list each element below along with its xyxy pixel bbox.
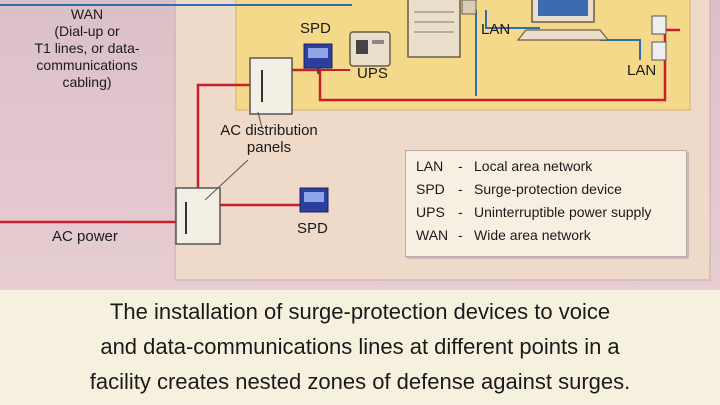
workstation-keyboard bbox=[516, 29, 610, 41]
wan-label-title: WAN bbox=[70, 6, 104, 22]
legend-separator: - bbox=[458, 204, 463, 220]
caption-line-2: and data-communications lines at differe… bbox=[100, 334, 620, 359]
inner-feed-line bbox=[292, 28, 680, 102]
legend-text: Local area network bbox=[474, 158, 593, 174]
legend-row-spd: SPD - Surge-protection device bbox=[416, 178, 686, 201]
panel-feed-line bbox=[196, 83, 252, 188]
wall-outlet-top bbox=[651, 15, 667, 35]
ac-distribution-label-line-1: AC distribution bbox=[220, 122, 318, 139]
legend-separator: - bbox=[458, 181, 463, 197]
surge-protection-diagram: WAN (Dial-up or T1 lines, or data- commu… bbox=[0, 0, 720, 290]
caption-line-1: The installation of surge-protection dev… bbox=[109, 299, 611, 324]
ac-distribution-label: AC distribution panels bbox=[214, 122, 324, 156]
spd-bottom-label: SPD bbox=[297, 220, 328, 237]
legend-row-wan: WAN - Wide area network bbox=[416, 224, 686, 247]
ac-distribution-label-line-2: panels bbox=[246, 139, 292, 156]
wan-label-line-4: cabling) bbox=[62, 74, 112, 90]
legend-text: Wide area network bbox=[474, 227, 591, 243]
legend-text: Uninterruptible power supply bbox=[474, 204, 652, 220]
ups-label: UPS bbox=[357, 65, 388, 82]
wan-label-line-3: communications bbox=[36, 57, 138, 73]
lan-line-3 bbox=[600, 39, 641, 60]
network-hub bbox=[461, 0, 477, 15]
legend-separator: - bbox=[458, 158, 463, 174]
wan-label: WAN (Dial-up or T1 lines, or data- commu… bbox=[22, 6, 152, 91]
lan-right-label: LAN bbox=[627, 62, 657, 79]
ac-distribution-panel-bottom bbox=[175, 187, 221, 245]
server-tower bbox=[407, 0, 461, 58]
lan-line-2 bbox=[485, 10, 540, 29]
legend-abbr: WAN bbox=[416, 227, 449, 243]
spd-top-label: SPD bbox=[300, 20, 331, 37]
legend-text: Surge-protection device bbox=[474, 181, 622, 197]
legend-abbr: LAN bbox=[416, 158, 444, 174]
diagram-drawing bbox=[0, 0, 711, 281]
legend-box: LAN - Local area network SPD - Surge-pro… bbox=[405, 150, 687, 257]
wan-label-line-2: T1 lines, or data- bbox=[34, 40, 140, 56]
wan-label-line-1: (Dial-up or bbox=[54, 23, 120, 39]
figure-caption: The installation of surge-protection dev… bbox=[0, 290, 720, 405]
legend-separator: - bbox=[458, 227, 463, 243]
legend-abbr: UPS bbox=[416, 204, 445, 220]
legend-row-ups: UPS - Uninterruptible power supply bbox=[416, 201, 686, 224]
ac-power-label: AC power bbox=[52, 228, 118, 245]
caption-line-3: facility creates nested zones of defense… bbox=[89, 369, 631, 394]
legend-abbr: SPD bbox=[416, 181, 445, 197]
legend-row-lan: LAN - Local area network bbox=[416, 155, 686, 178]
ac-distribution-panel-top bbox=[249, 57, 293, 115]
wall-outlet-bottom bbox=[651, 41, 667, 61]
lan-mid-label: LAN bbox=[481, 21, 511, 38]
